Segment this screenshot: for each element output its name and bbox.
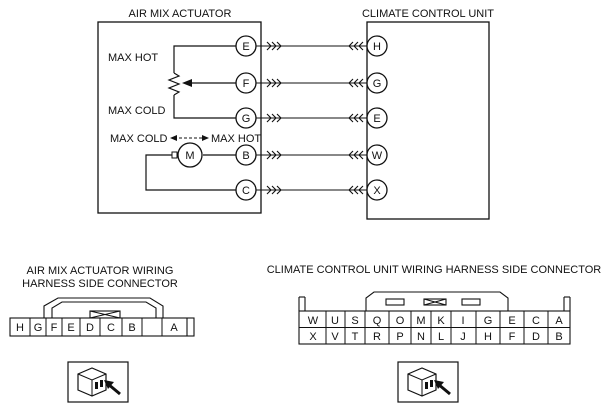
- svg-text:C: C: [242, 185, 250, 197]
- svg-text:E: E: [373, 113, 380, 125]
- svg-text:G: G: [373, 78, 382, 90]
- motor-symbol: M: [185, 150, 194, 162]
- motor: M: [145, 142, 236, 191]
- ccu-pin-w: W: [366, 144, 388, 166]
- connector-view-icon: [67, 361, 129, 403]
- actuator-connector-pin: D: [86, 322, 94, 334]
- wire-e-h: [256, 41, 367, 51]
- actuator-pin-c: C: [235, 179, 257, 201]
- actuator-connector-title-2: HARNESS SIDE CONNECTOR: [22, 278, 178, 290]
- ccu-connector-pin: D: [532, 331, 540, 343]
- motor-direction: MAX COLD MAX HOT: [110, 133, 261, 145]
- potentiometer: [167, 45, 236, 119]
- actuator-pin-g: G: [235, 107, 257, 129]
- ccu-connector-pin: N: [417, 331, 425, 343]
- ccu-connector-pin: H: [484, 331, 492, 343]
- ccu-connector-pin: P: [396, 331, 403, 343]
- ccu-connector-pin: O: [396, 315, 405, 327]
- ccu-connector-pin: I: [461, 315, 464, 327]
- ccu-connector-pin: B: [555, 331, 562, 343]
- ccu-pins: H G E W X: [366, 35, 388, 201]
- ccu-connector-pin: M: [416, 315, 425, 327]
- svg-text:B: B: [242, 150, 249, 162]
- ccu-connector-pin: E: [508, 315, 515, 327]
- actuator-connector-title-1: AIR MIX ACTUATOR WIRING: [27, 265, 174, 277]
- svg-text:G: G: [242, 113, 251, 125]
- ccu-connector-pin: U: [331, 315, 339, 327]
- ccu-connector: [298, 291, 571, 345]
- actuator-connector-pin: F: [51, 322, 58, 334]
- wire-f-g: [256, 78, 367, 88]
- ccu-connector-pin: L: [438, 331, 444, 343]
- ccu-connector-pin: A: [555, 315, 563, 327]
- svg-text:F: F: [243, 78, 250, 90]
- ccu-connector-title: CLIMATE CONTROL UNIT WIRING HARNESS SIDE…: [267, 264, 602, 276]
- actuator-pins: E F G B C: [235, 35, 257, 201]
- motor-label-max-hot: MAX HOT: [211, 133, 261, 145]
- actuator-pin-e: E: [235, 35, 257, 57]
- ccu-connector-pin: G: [484, 315, 493, 327]
- ccu-connector-row2: X V T R P N L J H F D B: [309, 331, 562, 343]
- actuator-connector: [9, 297, 195, 337]
- actuator-connector-pin: E: [67, 322, 74, 334]
- ccu-connector-pin: R: [373, 331, 381, 343]
- ccu-connector-pin: Q: [373, 315, 382, 327]
- actuator-pin-b: B: [235, 144, 257, 166]
- label-max-hot: MAX HOT: [108, 52, 158, 64]
- actuator-connector-labels: H G F E D C B A: [16, 322, 178, 334]
- connector-view-icon: [397, 361, 459, 403]
- ccu-connector-pin: C: [532, 315, 540, 327]
- ccu-connector-pin: T: [352, 331, 359, 343]
- ccu-connector-cells: [325, 311, 549, 344]
- ccu-pin-x: X: [366, 179, 388, 201]
- svg-text:H: H: [373, 41, 381, 53]
- ccu-connector-pin: J: [460, 331, 466, 343]
- label-max-cold: MAX COLD: [108, 105, 166, 117]
- ccu-connector-pin: W: [308, 315, 319, 327]
- wires: [256, 41, 367, 195]
- actuator-title: AIR MIX ACTUATOR: [129, 8, 232, 20]
- ccu-pin-g: G: [366, 72, 388, 94]
- ccu-title: CLIMATE CONTROL UNIT: [362, 8, 494, 20]
- svg-text:X: X: [373, 185, 381, 197]
- actuator-pin-f: F: [235, 72, 257, 94]
- actuator-connector-pin: H: [16, 322, 24, 334]
- actuator-connector-pin: A: [170, 322, 178, 334]
- actuator-connector-cells: [29, 318, 163, 336]
- ccu-connector-pin: F: [509, 331, 516, 343]
- motor-label-max-cold: MAX COLD: [110, 133, 168, 145]
- wire-b-w: [256, 150, 367, 160]
- actuator-connector-pin: B: [128, 322, 135, 334]
- ccu-pin-h: H: [366, 35, 388, 57]
- svg-text:E: E: [242, 41, 249, 53]
- wire-g-e: [256, 113, 367, 123]
- actuator-connector-pin: G: [34, 322, 43, 334]
- wire-c-x: [256, 185, 367, 195]
- ccu-connector-pin: X: [309, 331, 317, 343]
- ccu-pin-e: E: [366, 107, 388, 129]
- ccu-connector-pin: V: [331, 331, 339, 343]
- svg-text:W: W: [372, 150, 383, 162]
- actuator-connector-pin: C: [107, 322, 115, 334]
- ccu-connector-pin: S: [351, 315, 358, 327]
- ccu-connector-pin: K: [437, 315, 445, 327]
- wiper-arrow: [182, 79, 236, 87]
- ccu-connector-row1: W U S Q O M K I G E C A: [308, 315, 564, 327]
